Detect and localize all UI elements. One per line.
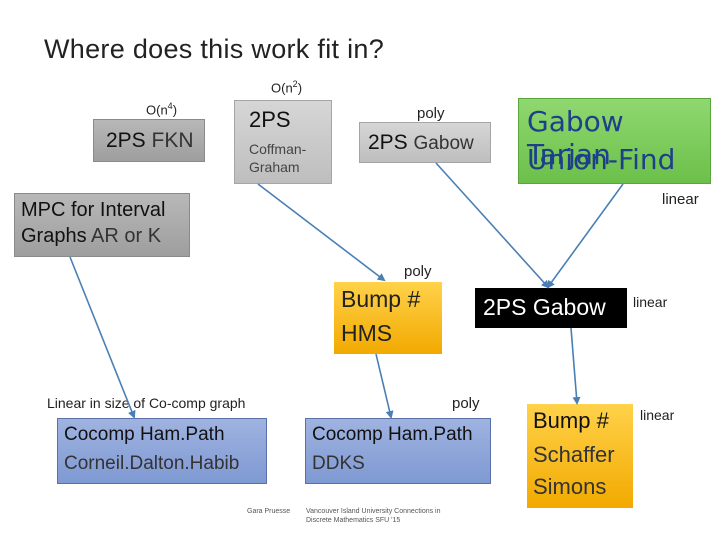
box-cocomp-ddks: Cocomp Ham.Path DDKS — [305, 418, 491, 484]
box-cg-main: 2PS — [249, 107, 291, 132]
box-2ps-fkn-text: 2PS FKN — [106, 129, 194, 152]
box-2ps-gabow-black: 2PS Gabow — [475, 288, 627, 328]
box-mpc-line2: Graphs AR or K — [21, 225, 162, 247]
label-linear-low: linear — [640, 407, 675, 423]
box-cg-sub1: Coffman- — [249, 141, 307, 157]
box-gtuf-line1: Gabow Tarjan — [527, 105, 624, 171]
label-poly-top: poly — [417, 105, 445, 122]
label-o-n4: O(n4) — [146, 101, 178, 118]
footer-venue-line2: Discrete Mathematics SFU '15 — [306, 517, 401, 524]
box-gtuf-line2: Union-Find — [527, 143, 676, 176]
label-linear-top: linear — [662, 191, 699, 208]
box-mpc-line1: MPC for Interval — [21, 199, 166, 221]
box-cg-sub2: Graham — [249, 159, 300, 175]
box-mpc-interval-graphs: MPC for Interval Graphs AR or K — [14, 193, 190, 257]
label-poly-low: poly — [452, 395, 480, 412]
box-gabow-black-text: 2PS Gabow — [483, 294, 606, 320]
arrow-mpc-to-cocomp-cdh — [69, 256, 136, 419]
box-bump-ss-line1: Bump # — [533, 408, 609, 433]
box-bump-ss-line3: Simons — [533, 474, 607, 499]
box-2ps-coffman-graham: 2PS Coffman- Graham — [234, 100, 332, 184]
label-linear-mid: linear — [633, 294, 668, 310]
box-cocomp-ddks-line1: Cocomp Ham.Path — [312, 424, 473, 445]
box-bump-hms: Bump # HMS — [334, 282, 442, 354]
arrow-gabow-black-to-bump-ss — [570, 327, 581, 405]
box-gabow-tarjan-union-find: Gabow Tarjan Union-Find — [518, 98, 711, 184]
arrow-coffman-to-bump-hms — [257, 183, 386, 282]
slide-title: Where does this work fit in? — [44, 34, 385, 64]
box-cocomp-cdh-line2: Corneil.Dalton.Habib — [64, 453, 240, 474]
label-o-n2: O(n2) — [271, 79, 303, 96]
box-cocomp-ddks-line2: DDKS — [312, 453, 365, 474]
box-2ps-fkn: 2PS FKN — [93, 119, 205, 162]
box-bump-schaffer-simons: Bump # Schaffer Simons — [527, 404, 633, 508]
footer-venue-line1: Vancouver Island University Connections … — [306, 508, 441, 515]
arrow-gtuf-to-gabow-black — [546, 183, 624, 289]
box-bump-ss-line2: Schaffer — [533, 442, 615, 467]
box-cocomp-cdh: Cocomp Ham.Path Corneil.Dalton.Habib — [57, 418, 267, 484]
label-linear-cocomp: Linear in size of Co-comp graph — [47, 395, 246, 411]
footer-author: Gara Pruesse — [247, 508, 291, 515]
box-bump-hms-line1: Bump # — [341, 286, 421, 312]
label-poly-mid: poly — [404, 263, 432, 280]
box-bump-hms-line2: HMS — [341, 320, 393, 346]
arrow-gabow-top-to-gabow-black — [435, 162, 550, 289]
box-2ps-gabow-top: 2PS Gabow — [359, 122, 491, 163]
arrow-bump-hms-to-cocomp-ddks — [375, 353, 394, 419]
box-cocomp-cdh-line1: Cocomp Ham.Path — [64, 424, 225, 445]
box-gabow-top-text: 2PS Gabow — [368, 131, 474, 154]
